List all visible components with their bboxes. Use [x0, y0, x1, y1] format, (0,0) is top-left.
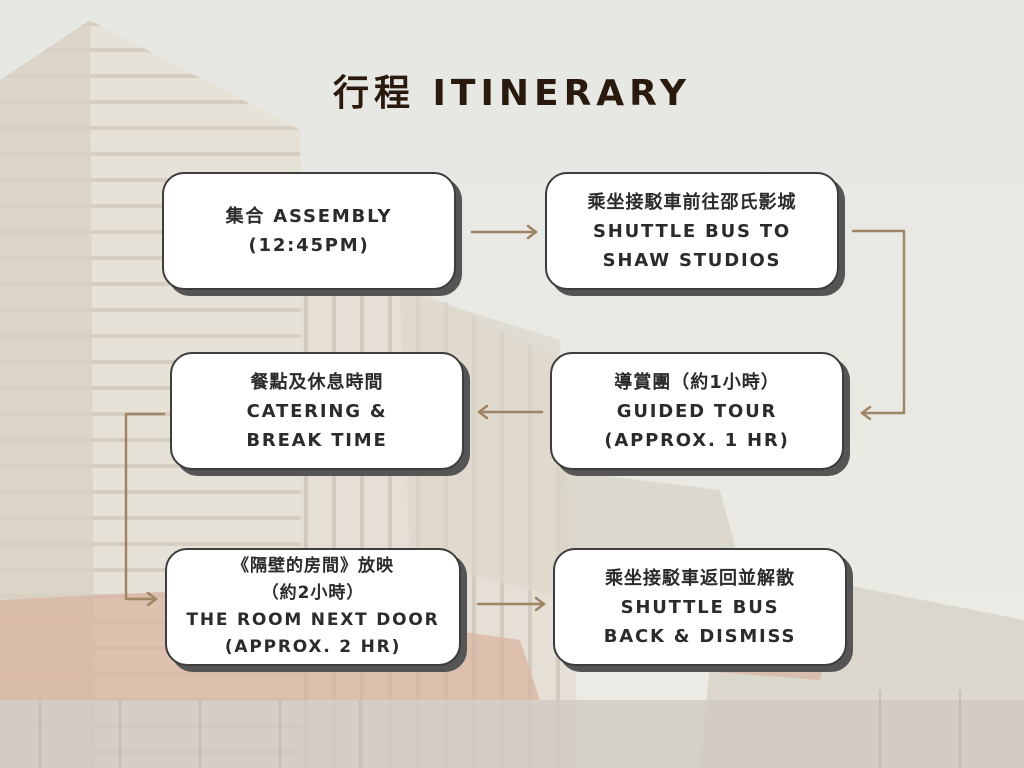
step-guided-tour: 導賞團（約1小時） GUIDED TOUR (APPROX. 1 HR)	[550, 352, 844, 470]
arrow-head-2	[860, 405, 872, 421]
page-title: 行程 ITINERARY	[332, 73, 691, 114]
arrow-shuttle-to-tour	[851, 229, 906, 415]
step-shuttle-back-line2: SHUTTLE BUS	[620, 596, 780, 618]
step-shuttle-to-line3: SHAW STUDIOS	[602, 249, 782, 271]
step-screening-line4: (APPROX. 2 HR)	[224, 637, 402, 657]
step-catering-line2: CATERING &	[246, 400, 388, 422]
step-catering: 餐點及休息時間 CATERING & BREAK TIME	[170, 352, 464, 470]
step-shuttle-back-line1: 乘坐接駁車返回並解散	[605, 567, 795, 589]
step-guided-tour-line3: (APPROX. 1 HR)	[604, 429, 790, 451]
step-shuttle-to-studios: 乘坐接駁車前往邵氏影城 SHUTTLE BUS TO SHAW STUDIOS	[545, 172, 839, 290]
arrow-catering-to-screening	[124, 412, 166, 601]
step-assembly-line1: 集合 ASSEMBLY	[225, 206, 393, 227]
arrow-head-1	[526, 224, 538, 240]
step-catering-line1: 餐點及休息時間	[250, 371, 384, 393]
step-guided-tour-line2: GUIDED TOUR	[616, 400, 778, 422]
step-shuttle-back-line3: BACK & DISMISS	[603, 625, 797, 647]
step-screening: 《隔壁的房間》放映 （約2小時） THE ROOM NEXT DOOR (APP…	[165, 548, 461, 666]
step-catering-line3: BREAK TIME	[246, 429, 388, 451]
arrow-head-3	[477, 404, 489, 420]
step-screening-line2: （約2小時）	[261, 583, 365, 603]
step-shuttle-back: 乘坐接駁車返回並解散 SHUTTLE BUS BACK & DISMISS	[553, 548, 847, 666]
step-assembly: 集合 ASSEMBLY (12:45PM)	[162, 172, 456, 290]
step-screening-line1: 《隔壁的房間》放映	[232, 556, 394, 576]
arrow-head-5	[534, 596, 546, 612]
step-guided-tour-line1: 導賞團（約1小時）	[614, 371, 780, 393]
arrow-head-4	[146, 591, 158, 607]
step-screening-line3: THE ROOM NEXT DOOR	[186, 610, 440, 630]
step-assembly-line2: (12:45PM)	[248, 235, 370, 256]
step-shuttle-to-line2: SHUTTLE BUS TO	[593, 220, 791, 242]
step-shuttle-to-line1: 乘坐接駁車前往邵氏影城	[587, 191, 797, 213]
